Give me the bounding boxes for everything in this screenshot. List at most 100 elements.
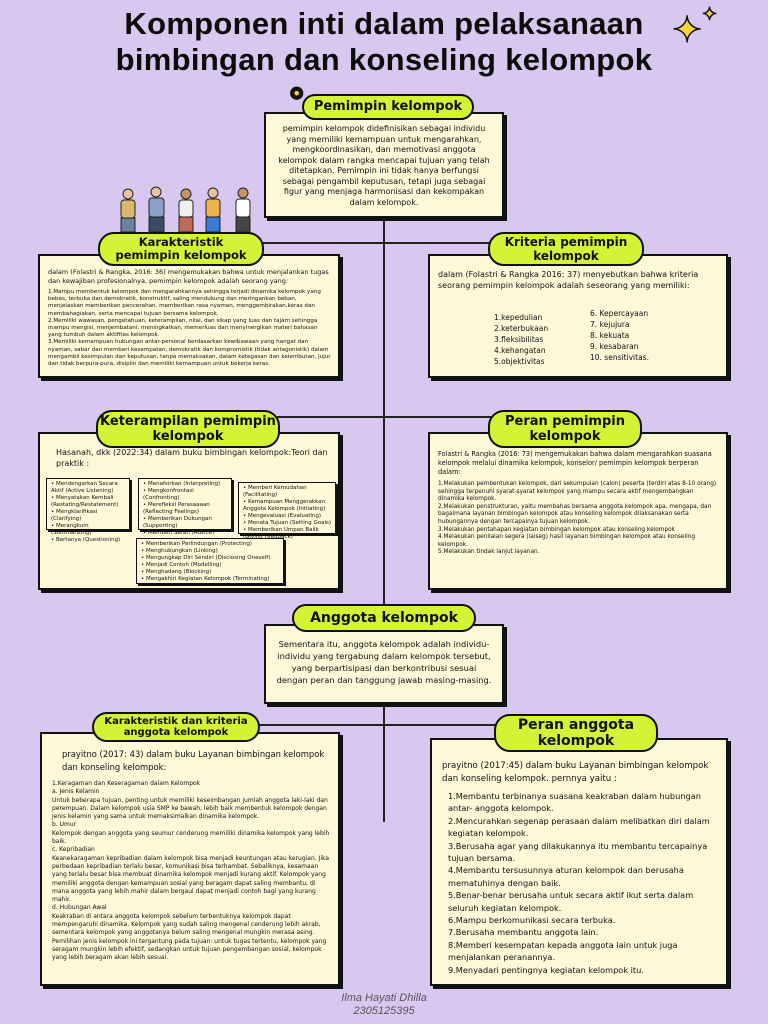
anggota-label: Anggota kelompok — [310, 610, 458, 626]
skill-item: Menghubungkan (Linking) — [141, 548, 279, 555]
karakteristik-anggota-line: 1.Keragaman dan Keseragaman dalam Kelomp… — [52, 780, 201, 787]
karakteristik-anggota-intro: prayitno (2017: 43) dalam buku Layanan b… — [62, 749, 325, 772]
skill-item: Menafsirkan (Interpreting) — [143, 481, 227, 488]
karakteristik-anggota-line: Keanekaragaman kepribadian dalam kelompo… — [52, 854, 330, 904]
karakteristik-anggota-line: Kelompok dengan anggota yang seumur cend… — [52, 829, 330, 846]
keterampilan-label-2: kelompok — [152, 429, 224, 444]
peran-pemimpin-intro: Folastri & Rangka (2016: 73) mengemukaka… — [438, 450, 712, 476]
skill-item: Menghadang (Blocking) — [141, 569, 279, 576]
karakteristik-label-1: Karakteristik — [138, 235, 224, 249]
skill-item: Merefleksi Perasaaaan (Reflecting Feelin… — [143, 502, 227, 516]
kriteria-pemimpin-box: dalam (Folastri & Rangka 2016: 37) menye… — [428, 254, 728, 378]
kriteria-item: 3.fleksibilitas — [494, 335, 544, 344]
keterampilan-col-4: Memberikan Perlindungan (Protecting) Men… — [136, 538, 284, 584]
peran-anggota-intro: prayitno (2017:45) dalam buku Layanan bi… — [442, 761, 709, 784]
author-nim: 2305125395 — [353, 1005, 415, 1017]
peran-pemimpin-box: Folastri & Rangka (2016: 73) mengemukaka… — [428, 432, 728, 590]
pemimpin-kelompok-pill: Pemimpin kelompok — [302, 94, 474, 120]
kriteria-label-2: kelompok — [533, 248, 599, 263]
skill-item: Mengevaluasi (Evaluating) — [243, 513, 331, 520]
peran-anggota-item: 4.Membantu tersusunnya aturan kelompok d… — [448, 865, 684, 888]
connector-vertical-top — [383, 218, 385, 628]
sparkle-star-icon: ✦ — [671, 9, 703, 52]
peran-anggota-list: 1.Membantu terbinanya suasana keakraban … — [442, 790, 718, 976]
peran-pemimpin-item: 5.Melakukan tindak lanjut layanan. — [438, 549, 540, 556]
karakteristik-item: 1.Mampu membentuk kelompok dan mengarahk… — [48, 289, 321, 317]
kriteria-list-right: 6. Kepercayaan 7. kejujura 8. kekuata 9.… — [590, 308, 649, 363]
people-illustration — [120, 186, 251, 233]
karakteristik-anggota-box: prayitno (2017: 43) dalam buku Layanan b… — [40, 732, 340, 986]
peran-anggota-item: 9.Menyadari pentingnya kegiatan kelompok… — [448, 964, 644, 975]
peran-anggota-label-1: Peran anggota — [517, 717, 635, 733]
peran-anggota-item: 2.Mencurahkan segenap perasaan dalam mel… — [448, 815, 710, 839]
skill-item: Mengungkap Diri Sendiri (Disclosing Ones… — [141, 555, 279, 562]
skill-item: Menjadi Contoh (Modelling) — [141, 562, 279, 569]
skill-item: Merangkum (Summarizing) — [51, 523, 125, 537]
karakteristik-anggota-label-2: anggota kelompok — [123, 727, 229, 738]
connector-horizontal-2 — [180, 416, 606, 418]
skill-item: Menata Tujuan (Setting Goals) — [243, 520, 331, 527]
peran-pemimpin-pill: Peran pemimpin kelompok — [488, 410, 642, 448]
kriteria-list-left: 1.kepedulian 2.keterbukaan 3.fleksibilit… — [494, 312, 548, 367]
karakteristik-item: 3.Memiliki kemampuan hubungan antar-pers… — [48, 339, 331, 368]
peran-anggota-box: prayitno (2017:45) dalam buku Layanan bi… — [430, 738, 728, 986]
title-line-1: Komponen inti dalam pelaksanaan — [124, 6, 644, 41]
peran-pemimpin-item: 4.Melakukan penilaian segera (laiseg) ha… — [438, 534, 696, 548]
title-line-2: bimbingan dan konseling kelompok — [115, 42, 653, 77]
keterampilan-label-1: Keterampilan pemimpin — [100, 414, 276, 429]
pemimpin-kelompok-box: pemimpin kelompok didefinisikan sebagai … — [264, 112, 504, 218]
kriteria-item: 9. kesabaran — [590, 342, 639, 351]
kriteria-pemimpin-pill: Kriteria pemimpin kelompok — [488, 232, 644, 266]
keterampilan-col-3: Memberi Kemudahan (Facilitating) Kemampu… — [238, 482, 336, 540]
peran-pemimpin-item: 2.Melakukan penstrukturan, yaitu membaha… — [438, 503, 712, 525]
connector-horizontal-1 — [180, 242, 606, 244]
karakteristik-anggota-pill: Karakteristik dan kriteria anggota kelom… — [92, 712, 260, 742]
author-credit: Ilma Hayati Dhilla 2305125395 — [284, 992, 484, 1018]
peran-anggota-label-2: kelompok — [537, 732, 615, 749]
skill-item: Kemampuan Menggerakkan Anggota Kelompok … — [243, 499, 331, 513]
keterampilan-col-2: Menafsirkan (Interpreting) Mengkonfronta… — [138, 478, 232, 536]
kriteria-item: 4.kehangatan — [494, 346, 546, 355]
keterampilan-col-1: Mendengarkan Secara Aktif (Active Listen… — [46, 478, 130, 543]
author-name: Ilma Hayati Dhilla — [341, 992, 427, 1004]
karakteristik-pemimpin-pill: Karakteristik pemimpin kelompok — [98, 232, 264, 266]
kriteria-item: 5.objektivitas — [494, 357, 545, 366]
kriteria-item: 2.keterbukaan — [494, 324, 549, 333]
skill-item: Mengakhiri Kegiatan Kelompok (Terminatin… — [141, 576, 279, 583]
skill-item: Memberikan Perlindungan (Protecting) — [141, 541, 279, 548]
pemimpin-text: pemimpin kelompok didefinisikan sebagai … — [278, 124, 490, 207]
pemimpin-label: Pemimpin kelompok — [313, 99, 463, 114]
karakteristik-anggota-line: a. Jenis Kelamin — [52, 788, 100, 796]
skill-item: Menyatakan Kembali (Restating/Restatemen… — [51, 495, 125, 509]
skill-item: Mengklarifikasi (Clarifying) — [51, 509, 125, 523]
skill-item: Memberi Saran (Advice) — [143, 530, 227, 537]
page-title: Komponen inti dalam pelaksanaan bimbinga… — [0, 6, 768, 78]
keterampilan-pemimpin-pill: Keterampilan pemimpin kelompok — [96, 410, 280, 448]
peran-pemimpin-label-1: Peran pemimpin — [505, 414, 625, 429]
skill-item: Memberikan Dukungan (Supporting) — [143, 516, 227, 530]
peran-pemimpin-label-2: kelompok — [529, 429, 601, 444]
peran-pemimpin-item: 3.Melakukan pentahapan kegiatan bimbinga… — [438, 526, 676, 533]
kriteria-item: 6. Kepercayaan — [590, 309, 649, 318]
karakteristik-anggota-line: c. Kepribadian — [52, 846, 95, 854]
skill-item: Mengkonfrontasi (Confronting) — [143, 488, 227, 502]
keterampilan-intro: Hasanah, dkk (2022:34) dalam buku bimbin… — [56, 448, 328, 468]
peran-anggota-item: 5.Benar-benar berusaha untuk secara akti… — [448, 890, 694, 913]
kriteria-label-1: Kriteria pemimpin — [504, 235, 628, 249]
connector-vertical-bottom — [383, 702, 385, 822]
karakteristik-label-2: pemimpin kelompok — [115, 248, 247, 262]
skill-item: Mendengarkan Secara Aktif (Active Listen… — [51, 481, 125, 495]
karakteristik-anggota-line: b. Umur — [52, 821, 77, 829]
peran-anggota-item: 1.Membantu terbinanya suasana keakraban … — [448, 791, 701, 814]
karakteristik-anggota-label-1: Karakteristik dan kriteria — [104, 716, 248, 727]
anggota-kelompok-pill: Anggota kelompok — [292, 604, 476, 632]
skill-item: Bertanya (Questioning) — [51, 537, 125, 544]
small-star-icon: ✦ — [701, 3, 718, 26]
peran-anggota-item: 6.Mampu berkomunikasi secara terbuka. — [448, 915, 616, 926]
karakteristik-intro: dalam (Folastri & Rangka, 2016: 36) meng… — [48, 268, 329, 285]
karakteristik-anggota-line: Untuk beberapa tujuan, penting untuk mem… — [52, 796, 328, 821]
karakteristik-pemimpin-box: dalam (Folastri & Rangka, 2016: 36) meng… — [38, 254, 340, 378]
peran-pemimpin-item: 1.Melakukan pembentukan kelompok, dari s… — [438, 481, 717, 503]
skill-item: Memberikan Umpan Balik (Giving Feedback) — [243, 527, 331, 541]
karakteristik-item: 2.Memiliki wawasan, pengetahuan, keteram… — [48, 317, 318, 339]
